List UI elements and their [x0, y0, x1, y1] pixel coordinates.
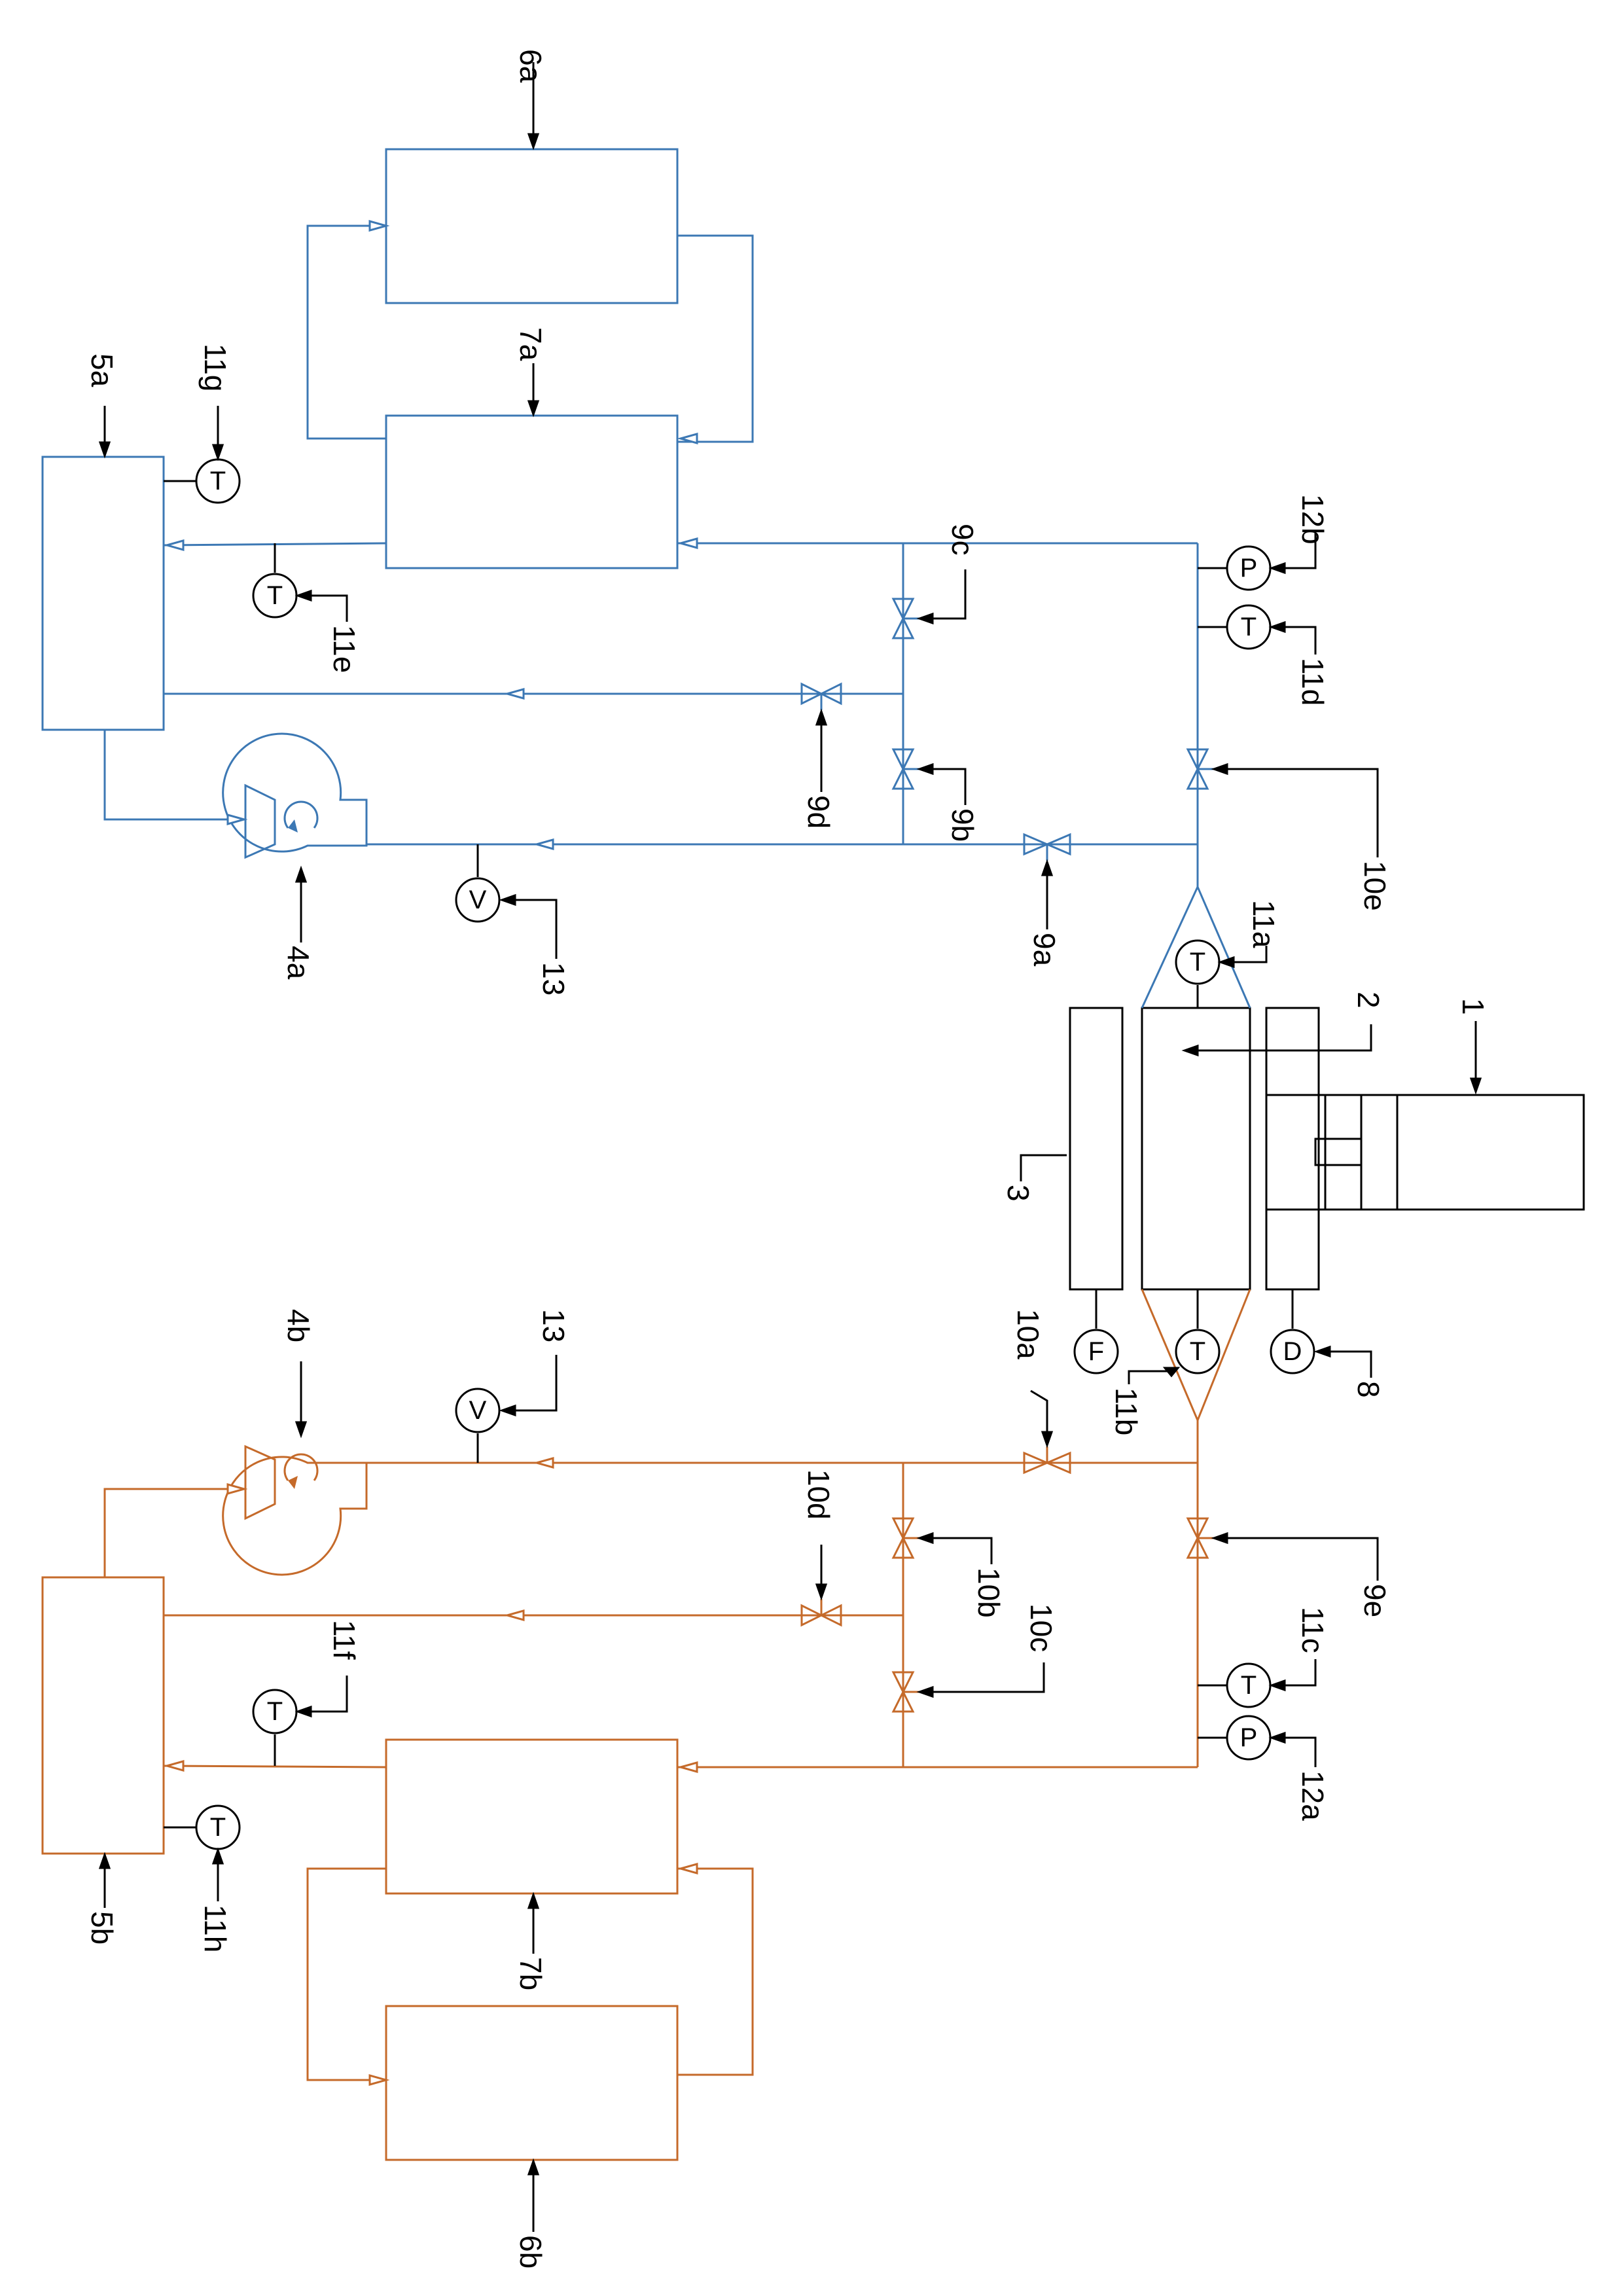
svg-text:F: F	[1088, 1337, 1104, 1366]
heat-exchanger-7a	[385, 414, 679, 569]
label-6b: 6b	[514, 2235, 548, 2269]
actuator-rod	[1314, 1138, 1363, 1166]
valve-10a[interactable]	[1023, 1446, 1071, 1475]
orange-circuit	[41, 1289, 1251, 2161]
flow-arrow	[677, 537, 698, 549]
label-10b: 10b	[972, 1568, 1006, 1618]
heat-exchanger-6a	[385, 148, 679, 304]
actuator-piston	[1360, 1094, 1399, 1211]
svg-text:T: T	[1190, 948, 1205, 977]
temperature-indicator-11b	[1175, 1329, 1221, 1374]
svg-text:V: V	[469, 886, 487, 914]
label-4b: 4b	[281, 1309, 315, 1342]
label-11g: 11g	[198, 344, 232, 391]
valve-9b[interactable]	[891, 748, 919, 790]
column-main	[1141, 1007, 1251, 1291]
tank-5b	[41, 1576, 165, 1855]
label-9b: 9b	[946, 808, 980, 842]
svg-text:T: T	[210, 467, 226, 495]
label-10d: 10d	[802, 1469, 836, 1520]
label-12b: 12b	[1296, 494, 1330, 545]
svg-text:P: P	[1240, 554, 1258, 583]
label-7a: 7a	[514, 327, 548, 361]
svg-text:P: P	[1240, 1723, 1258, 1752]
flow-arrow	[503, 688, 525, 700]
valve-9e[interactable]	[1186, 1517, 1214, 1559]
label-7b: 7b	[514, 1957, 548, 1990]
valve-9c[interactable]	[891, 598, 919, 639]
label-5b: 5b	[85, 1911, 119, 1945]
svg-text:T: T	[210, 1813, 226, 1842]
flow-arrow	[226, 814, 248, 825]
valve-10d[interactable]	[800, 1599, 842, 1627]
label-8: 8	[1351, 1381, 1385, 1398]
label-12a: 12a	[1296, 1770, 1330, 1821]
label-10c: 10c	[1024, 1604, 1058, 1652]
svg-text:D: D	[1283, 1337, 1302, 1366]
svg-text:T: T	[267, 1697, 283, 1726]
label-11f: 11f	[327, 1620, 361, 1660]
label-11d: 11d	[1296, 658, 1330, 706]
label-9e: 9e	[1358, 1584, 1392, 1617]
valve-10c[interactable]	[891, 1671, 919, 1713]
svg-text:T: T	[1241, 1671, 1257, 1700]
label-10a: 10a	[1011, 1309, 1045, 1359]
heat-exchanger-7b	[385, 1738, 679, 1895]
pump-4a	[222, 732, 368, 859]
flow-indicator	[1073, 1329, 1119, 1374]
svg-text:T: T	[1190, 1337, 1205, 1366]
label-4a: 4a	[281, 946, 315, 980]
labels: 6a 7a 5a 11g 11e 12b 11d 9c 9d 9b 10e 9a…	[85, 49, 1490, 2269]
flow-arrow	[533, 838, 554, 850]
label-11b: 11b	[1109, 1388, 1143, 1435]
svg-text:T: T	[1241, 613, 1257, 641]
leader-lines	[98, 62, 1482, 2232]
label-1: 1	[1456, 998, 1490, 1015]
valve-10e[interactable]	[1186, 748, 1214, 790]
flow-arrow	[163, 539, 185, 551]
label-11e: 11e	[327, 625, 361, 673]
label-11h: 11h	[198, 1905, 232, 1952]
label-3: 3	[1001, 1185, 1035, 1202]
svg-text:V: V	[469, 1396, 487, 1425]
flow-arrow	[368, 220, 390, 232]
flow-arrow	[677, 433, 698, 444]
label-9a: 9a	[1027, 933, 1061, 967]
pump-4b	[222, 1444, 368, 1576]
heat-exchanger-6b	[385, 2005, 679, 2161]
label-9c: 9c	[946, 524, 980, 556]
label-10e: 10e	[1358, 861, 1392, 911]
label-13b: 13	[537, 1309, 571, 1342]
central-equipment	[1069, 1007, 1585, 1291]
label-6a: 6a	[514, 49, 548, 83]
label-13a: 13	[537, 962, 571, 996]
valve-9d[interactable]	[800, 682, 842, 710]
label-5a: 5a	[85, 353, 119, 387]
valve-9a[interactable]	[1023, 833, 1071, 861]
label-9d: 9d	[802, 795, 836, 829]
actuator-body	[1360, 1094, 1585, 1211]
blue-circuit	[41, 148, 1251, 1009]
column-right	[1069, 1007, 1124, 1291]
tank-5a	[41, 456, 165, 731]
label-11c: 11c	[1296, 1607, 1330, 1653]
label-11a: 11a	[1247, 900, 1281, 948]
actuator-cylinder	[1324, 1094, 1363, 1211]
valve-10b[interactable]	[891, 1517, 919, 1559]
label-2: 2	[1351, 992, 1385, 1009]
svg-text:T: T	[267, 581, 283, 610]
